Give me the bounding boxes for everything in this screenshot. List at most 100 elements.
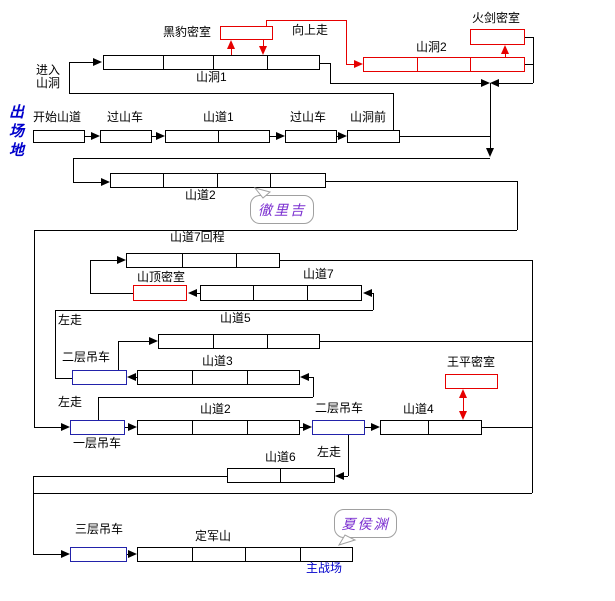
connector-line — [525, 64, 533, 65]
connector-line — [33, 554, 62, 555]
stage-box-road3 — [137, 370, 300, 385]
flow-arrow-down-icon — [486, 148, 494, 157]
connector-line — [482, 427, 532, 428]
connector-line — [330, 83, 483, 84]
segment-divider — [192, 548, 193, 561]
segment-divider — [270, 174, 271, 187]
connector-line — [118, 341, 119, 370]
connector-line — [365, 427, 372, 428]
connector-line — [266, 20, 346, 21]
flow-arrow-right-icon — [93, 58, 102, 66]
segment-divider — [182, 254, 183, 267]
segment-divider — [192, 421, 193, 434]
connector-line — [34, 427, 62, 428]
stage-box-crane-3f — [70, 547, 127, 562]
connector-line — [280, 260, 532, 261]
segment-divider — [428, 421, 429, 434]
flow-arrow-down-icon — [259, 46, 267, 55]
heibao-secret-room-label: 黑豹密室 — [163, 25, 212, 39]
stage-box-crane-2f-b — [312, 420, 365, 435]
connector-line — [34, 230, 517, 231]
flow-arrow-right-icon — [61, 423, 70, 431]
connector-line — [346, 64, 355, 65]
stage-box-coaster2 — [285, 130, 337, 143]
start-road-label: 开始山道 — [33, 110, 82, 124]
connector-line — [348, 435, 349, 476]
walk-left-2-label: 左走 — [58, 395, 83, 409]
segment-divider — [213, 56, 214, 69]
road3-label: 山道3 — [202, 354, 233, 368]
connector-line — [73, 158, 490, 159]
flow-arrow-right-icon — [481, 79, 490, 87]
connector-line — [55, 310, 56, 378]
connector-line — [73, 182, 101, 183]
stage-box-summit-secret-room — [133, 285, 187, 301]
connector-line — [400, 136, 490, 137]
connector-line — [33, 493, 532, 494]
fire-sword-secret-room-label: 火剑密室 — [472, 11, 521, 25]
walk-up-label: 向上走 — [292, 23, 329, 37]
coaster1-label: 过山车 — [107, 110, 144, 124]
cave-front-label: 山洞前 — [350, 110, 387, 124]
flow-arrow-right-icon — [156, 132, 165, 140]
road2b-label: 山道2 — [200, 402, 231, 416]
flow-arrow-right-icon — [149, 337, 158, 345]
segment-divider — [307, 286, 308, 300]
stage-box-road4 — [380, 420, 482, 435]
coaster2-label: 过山车 — [290, 110, 327, 124]
stage-box-crane-1f — [70, 420, 125, 435]
connector-line — [34, 230, 35, 427]
stage-box-cave1 — [103, 55, 320, 70]
flow-arrow-right-icon — [354, 60, 363, 68]
connector-line — [330, 63, 331, 83]
segment-divider — [247, 371, 248, 384]
stage-box-road7-return — [126, 253, 280, 268]
stage-box-cave2 — [363, 57, 525, 72]
connector-line — [263, 40, 264, 48]
connector-line — [90, 260, 117, 261]
connector-line — [517, 181, 518, 230]
connector-line — [532, 260, 533, 493]
connector-line — [525, 37, 533, 38]
connector-line — [231, 47, 232, 55]
flow-arrow-right-icon — [276, 132, 285, 140]
stage-box-road2a — [110, 173, 326, 188]
connector-line — [270, 136, 278, 137]
flow-arrow-left-icon — [335, 472, 344, 480]
road6-label: 山道6 — [265, 450, 296, 464]
flow-arrow-right-icon — [128, 423, 137, 431]
summit-secret-room-label: 山顶密室 — [137, 270, 186, 284]
flow-arrow-right-icon — [338, 132, 347, 140]
flow-arrow-right-icon — [117, 256, 126, 264]
connector-line — [69, 93, 393, 94]
segment-divider — [417, 58, 418, 71]
flow-arrow-up-icon — [227, 40, 235, 49]
walk-left-3-label: 左走 — [317, 445, 342, 459]
segment-divider — [192, 371, 193, 384]
crane-3f-label: 三层吊车 — [75, 522, 124, 536]
crane-2f-a-label: 二层吊车 — [62, 350, 111, 364]
road7-label: 山道7 — [303, 267, 334, 281]
road1-label: 山道1 — [203, 110, 234, 124]
road7-return-label: 山道7回程 — [170, 230, 225, 244]
flow-arrow-left-icon — [188, 289, 197, 297]
stage-box-wangping-secret-room — [445, 374, 498, 389]
segment-divider — [218, 131, 219, 142]
connector-line — [497, 83, 533, 84]
connector-line — [118, 341, 149, 342]
flow-arrow-left-icon — [363, 289, 372, 297]
cheliji-bubble: 徹里吉 — [250, 187, 314, 224]
stage-box-fire-sword-secret-room — [470, 29, 525, 45]
segment-divider — [213, 335, 214, 348]
connector-line — [393, 93, 394, 130]
bubble-text: 徹里吉 — [258, 202, 306, 219]
crane-2f-b-label: 二层吊车 — [315, 401, 364, 415]
stage-box-road2b — [137, 420, 300, 435]
stage-box-road1 — [165, 130, 270, 143]
stage-box-road7 — [200, 285, 362, 301]
segment-divider — [247, 421, 248, 434]
connector-line — [55, 310, 373, 311]
connector-line — [309, 377, 313, 378]
stage-box-coaster1 — [100, 130, 152, 143]
connector-line — [152, 136, 158, 137]
